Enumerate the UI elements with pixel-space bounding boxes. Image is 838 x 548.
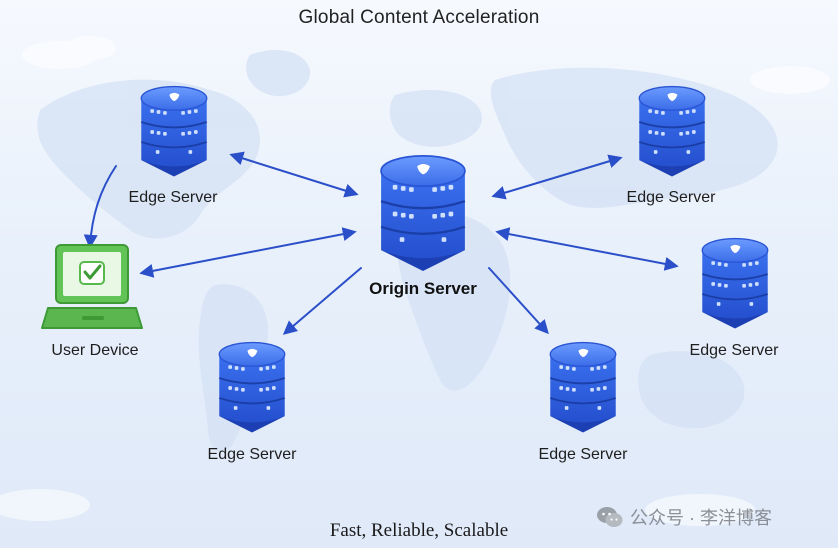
wechat-icon bbox=[597, 507, 623, 527]
label-origin-server: Origin Server bbox=[369, 279, 477, 298]
edge-server-top-left bbox=[140, 85, 208, 178]
edge-server-mid-right bbox=[701, 237, 769, 330]
link-edge-top-left-user-device bbox=[83, 165, 117, 249]
watermark-text: 公众号 · 李洋博客 bbox=[630, 508, 772, 528]
edge-server-bottom-left bbox=[218, 341, 286, 434]
link-origin-edge-bottom-right bbox=[488, 267, 549, 335]
label-edge-bottom-left: Edge Server bbox=[207, 446, 297, 463]
link-origin-user-device bbox=[139, 227, 357, 278]
link-origin-edge-top-left bbox=[229, 151, 359, 198]
checkmark-icon bbox=[83, 264, 102, 280]
edge-server-top-right bbox=[638, 85, 706, 178]
link-origin-edge-bottom-left bbox=[282, 267, 362, 335]
label-edge-bottom-right: Edge Server bbox=[538, 446, 628, 463]
label-edge-top-left: Edge Server bbox=[128, 189, 218, 206]
user-device-laptop bbox=[41, 244, 143, 329]
label-edge-top-right: Edge Server bbox=[626, 189, 716, 206]
tagline: Fast, Reliable, Scalable bbox=[329, 520, 509, 541]
link-origin-edge-top-right bbox=[491, 154, 623, 200]
origin-server bbox=[379, 154, 467, 273]
label-user-device: User Device bbox=[51, 342, 139, 359]
watermark: 公众号 · 李洋博客 bbox=[596, 504, 772, 530]
link-origin-edge-mid-right bbox=[495, 227, 679, 271]
edge-server-bottom-right bbox=[549, 341, 617, 434]
label-edge-mid-right: Edge Server bbox=[689, 342, 779, 359]
diagram-title: Global Content Acceleration bbox=[298, 7, 540, 28]
